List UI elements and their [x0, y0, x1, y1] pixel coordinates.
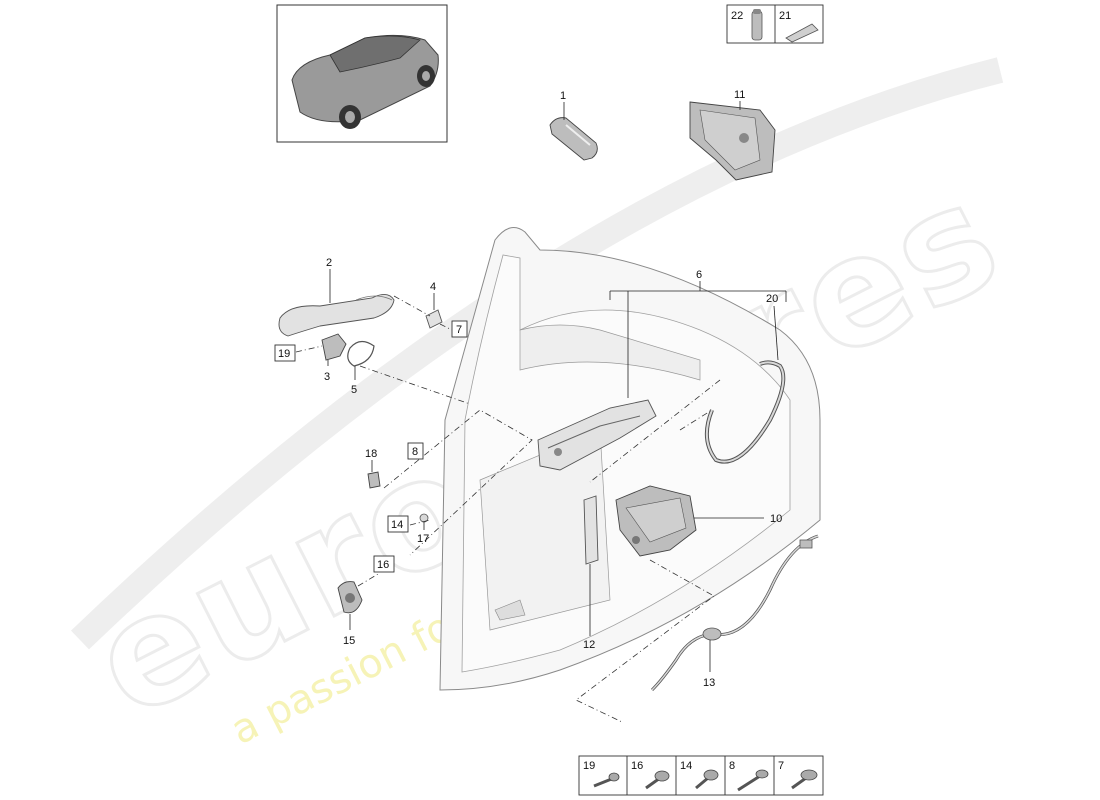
- release-cable-part: [650, 534, 819, 692]
- callout-11: 11: [734, 89, 745, 101]
- consumable-22-label: 22: [731, 10, 743, 22]
- callout-12: 12: [583, 639, 595, 651]
- callout-13: 13: [703, 677, 715, 689]
- fastener-14-label: 14: [680, 760, 692, 772]
- dash-cap-7: [439, 323, 453, 331]
- inner-handle-assembly-part: [537, 399, 657, 471]
- long-bolt-icon: [737, 769, 769, 792]
- outside-handle-part: [278, 294, 395, 337]
- svg-text:14: 14: [391, 519, 403, 531]
- callout-18: 18: [365, 448, 377, 460]
- callout-5: 5: [351, 384, 357, 396]
- bowden-cable-part: [704, 360, 786, 464]
- dash-assembly-18: [383, 409, 533, 556]
- handle-cap-part: [425, 309, 443, 329]
- bolt-icon: [593, 772, 620, 788]
- consumables-box: 22 21: [726, 4, 824, 44]
- lock-bracket-part: [583, 495, 599, 565]
- boxed-ref-19: 19: [274, 344, 296, 362]
- dash-handle-door: [359, 365, 471, 405]
- svg-text:19: 19: [278, 348, 290, 360]
- svg-text:16: 16: [377, 559, 389, 571]
- callout-2: 2: [326, 257, 332, 269]
- flange-screw-icon: [791, 769, 818, 790]
- dash-16: [357, 573, 379, 587]
- fastener-19-label: 19: [583, 760, 595, 772]
- handle-gasket-part: [347, 340, 375, 367]
- boxed-ref-7: 7: [451, 320, 468, 338]
- callout-10: 10: [770, 513, 782, 525]
- callout-1: 1: [560, 90, 566, 102]
- dash-19-handle: [295, 345, 323, 353]
- car-icon: [291, 34, 439, 129]
- svg-text:8: 8: [412, 446, 418, 458]
- callout-labels: 1 2 3 4 5 6 10 11 12 13 15 17 18 20: [324, 89, 782, 689]
- dash-cable-handle: [679, 409, 713, 431]
- fastener-7-label: 7: [778, 760, 784, 772]
- dash-cable-lock: [589, 379, 721, 483]
- callout-15: 15: [343, 635, 355, 647]
- vehicle-thumbnail: [276, 4, 448, 143]
- door-check-part: [337, 581, 363, 614]
- boxed-ref-14: 14: [387, 515, 409, 533]
- boxed-ref-8: 8: [407, 442, 424, 460]
- torx-screw-icon: [695, 769, 719, 790]
- grease-pack-icon: [785, 23, 819, 43]
- callout-4: 4: [430, 281, 436, 293]
- boxed-refs: 7 8 14 16 19: [274, 320, 468, 573]
- dash-14: [409, 519, 431, 526]
- handle-bracket-part: [321, 333, 347, 361]
- leader-20: [773, 305, 779, 361]
- svg-text:7: 7: [456, 324, 462, 336]
- plug-part-18: [367, 471, 381, 489]
- callout-6: 6: [696, 269, 702, 281]
- tube-icon: [751, 9, 763, 41]
- fastener-16-label: 16: [631, 760, 643, 772]
- lock-module-part: [689, 101, 776, 181]
- boxed-ref-16: 16: [373, 555, 395, 573]
- key-fob-part: [549, 117, 598, 161]
- dash-handle-cap: [393, 295, 431, 317]
- consumable-21-label: 21: [779, 10, 791, 22]
- callout-20: 20: [766, 293, 778, 305]
- door-lock-part: [615, 485, 697, 557]
- rear-door-panel: [439, 227, 821, 691]
- dash-cable-13: [575, 559, 715, 723]
- fastener-strip: 19 16 14 8 7: [578, 755, 824, 796]
- callout-3: 3: [324, 371, 330, 383]
- screw-icon: [645, 770, 670, 790]
- callout-17: 17: [417, 533, 429, 545]
- fastener-8-label: 8: [729, 760, 735, 772]
